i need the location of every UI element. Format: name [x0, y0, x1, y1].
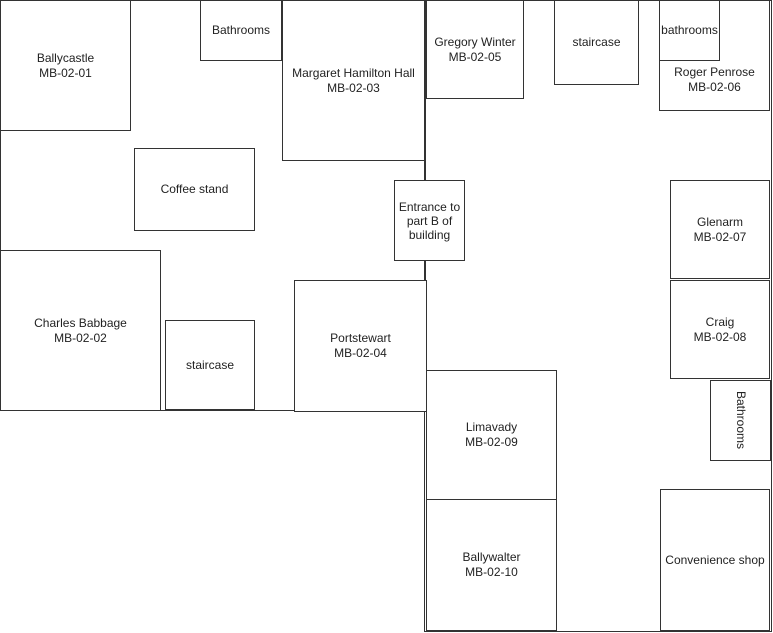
- room-bathrooms-top-right: bathrooms: [659, 0, 720, 61]
- room-code: MB-02-09: [465, 435, 518, 449]
- room-name: Margaret Hamilton Hall: [292, 65, 415, 80]
- room-name: Bathrooms: [211, 23, 271, 37]
- room-name: staircase: [185, 357, 235, 372]
- room-code: MB-02-03: [327, 80, 380, 95]
- room-glenarm: Glenarm MB-02-07: [670, 180, 770, 279]
- room-name: staircase: [572, 35, 621, 49]
- room-code: MB-02-07: [693, 229, 747, 244]
- room-bathrooms-top: Bathrooms: [200, 0, 282, 61]
- room-limavady: Limavady MB-02-09: [426, 370, 557, 500]
- room-name: Limavady: [465, 420, 518, 434]
- room-name: Bathrooms: [734, 391, 748, 450]
- room-name: Coffee stand: [160, 182, 229, 196]
- room-code: MB-02-06: [688, 80, 741, 94]
- room-name: Entrance to part B of building: [398, 199, 461, 242]
- room-code: MB-02-05: [448, 49, 502, 64]
- room-code: MB-02-01: [39, 65, 92, 80]
- room-name: bathrooms: [661, 23, 718, 37]
- room-name: Roger Penrose: [674, 65, 755, 79]
- room-craig: Craig MB-02-08: [670, 280, 770, 379]
- room-ballywalter: Ballywalter MB-02-10: [426, 499, 557, 631]
- room-entrance-part-b: Entrance to part B of building: [394, 180, 465, 261]
- room-name: Glenarm: [696, 214, 743, 229]
- room-code: MB-02-08: [693, 329, 747, 344]
- room-name: Charles Babbage: [34, 315, 127, 330]
- room-staircase-bottom: staircase: [165, 320, 255, 410]
- room-convenience-shop: Convenience shop: [660, 489, 770, 631]
- room-name: Gregory Winter: [434, 34, 516, 49]
- room-name: Convenience shop: [665, 552, 765, 567]
- room-gregory-winter: Gregory Winter MB-02-05: [426, 0, 524, 99]
- room-name: Craig: [705, 314, 735, 329]
- room-code: MB-02-04: [334, 346, 387, 360]
- room-name: Ballycastle: [36, 50, 95, 65]
- room-code: MB-02-10: [465, 565, 518, 579]
- room-portstewart: Portstewart MB-02-04: [294, 280, 427, 412]
- room-name: Portstewart: [330, 331, 391, 345]
- room-bathrooms-right: Bathrooms: [710, 380, 771, 461]
- room-coffee-stand: Coffee stand: [134, 148, 255, 231]
- room-margaret-hamilton-hall: Margaret Hamilton Hall MB-02-03: [282, 0, 425, 161]
- room-staircase-top: staircase: [554, 0, 639, 85]
- room-code: MB-02-02: [54, 330, 107, 345]
- room-name: Ballywalter: [462, 550, 521, 564]
- room-charles-babbage: Charles Babbage MB-02-02: [0, 250, 161, 411]
- room-ballycastle: Ballycastle MB-02-01: [0, 0, 131, 131]
